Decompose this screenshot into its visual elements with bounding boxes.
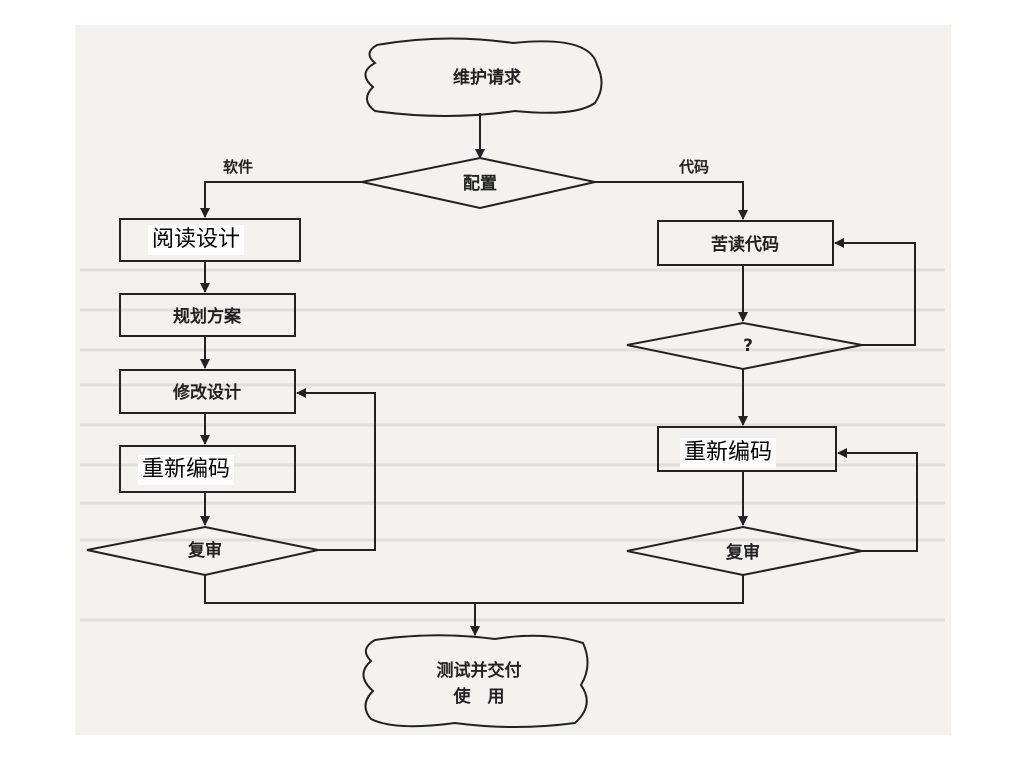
read-design-label: 阅读设计	[148, 225, 245, 255]
right-recode-box	[657, 426, 837, 472]
read-design-box	[119, 218, 301, 262]
end-node-label-line1: 测试并交付	[437, 660, 522, 681]
code-edge-label: 代码	[678, 158, 709, 176]
merge-line	[204, 575, 744, 604]
right-review-label: 复审	[725, 542, 760, 563]
start-node-shape	[364, 37, 603, 117]
modify-design-box	[119, 369, 296, 414]
start-node-label: 维护请求	[453, 67, 521, 88]
left-recode-box	[119, 445, 296, 493]
flowchart-scan: 维护请求 配置 软件 代码 规划方案 修改设计 复审 苦读代码 ? 复审 测试并…	[75, 25, 951, 735]
edge-software	[200, 181, 362, 218]
read-code-label: 苦读代码	[711, 234, 779, 255]
end-node-shape	[362, 634, 589, 728]
read-code-box	[657, 220, 834, 266]
plan-label: 规划方案	[173, 306, 242, 327]
right-feedback-loop	[837, 448, 918, 552]
software-edge-label: 软件	[223, 158, 253, 176]
right-recode-label: 重新编码	[680, 438, 777, 468]
flowchart-diagram: 维护请求 配置 软件 代码 规划方案 修改设计 复审 苦读代码 ? 复审 测试并…	[80, 37, 945, 728]
plan-box	[119, 293, 296, 337]
right-top-loop	[834, 238, 916, 346]
end-node-label-line2: 使 用	[453, 686, 505, 707]
left-feedback-loop	[296, 388, 376, 551]
left-review-label: 复审	[187, 540, 222, 561]
edge-code	[595, 181, 748, 220]
question-diamond	[626, 321, 863, 371]
question-label: ?	[743, 336, 753, 356]
config-label: 配置	[463, 174, 497, 194]
left-recode-label: 重新编码	[138, 455, 235, 485]
modify-design-label: 修改设计	[172, 382, 241, 403]
